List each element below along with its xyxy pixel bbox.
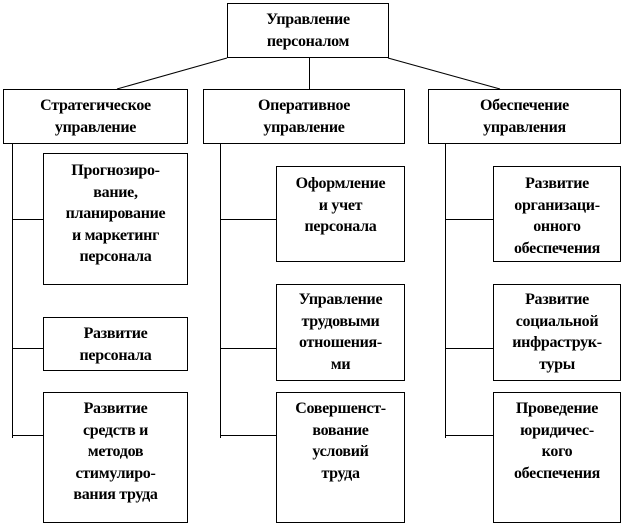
column-header-operational: Оперативное управление [203, 89, 405, 144]
connector-root-col3 [387, 57, 501, 90]
item-box: Оформление и учет персонала [276, 166, 405, 262]
connector-root-col1 [116, 57, 228, 90]
item-box: Совершенст- вование условий труда [276, 392, 405, 523]
item-box: Проведение юридичес- кого обеспечения [493, 392, 621, 523]
item-box: Прогнозиро- вание, планирование и маркет… [43, 153, 188, 285]
item-box: Развитие персонала [43, 317, 188, 371]
item-box: Развитие социальной инфраструк- туры [493, 284, 621, 381]
column-header-strategic: Стратегическое управление [3, 89, 188, 144]
root-box: Управление персоналом [227, 3, 389, 58]
column-header-support: Обеспечение управления [428, 89, 621, 144]
item-box: Управление трудовыми отношения- ми [276, 284, 405, 381]
item-box: Развитие средств и методов стимулиро- ва… [43, 392, 188, 523]
item-box: Развитие организаци- онного обеспечения [493, 166, 621, 262]
